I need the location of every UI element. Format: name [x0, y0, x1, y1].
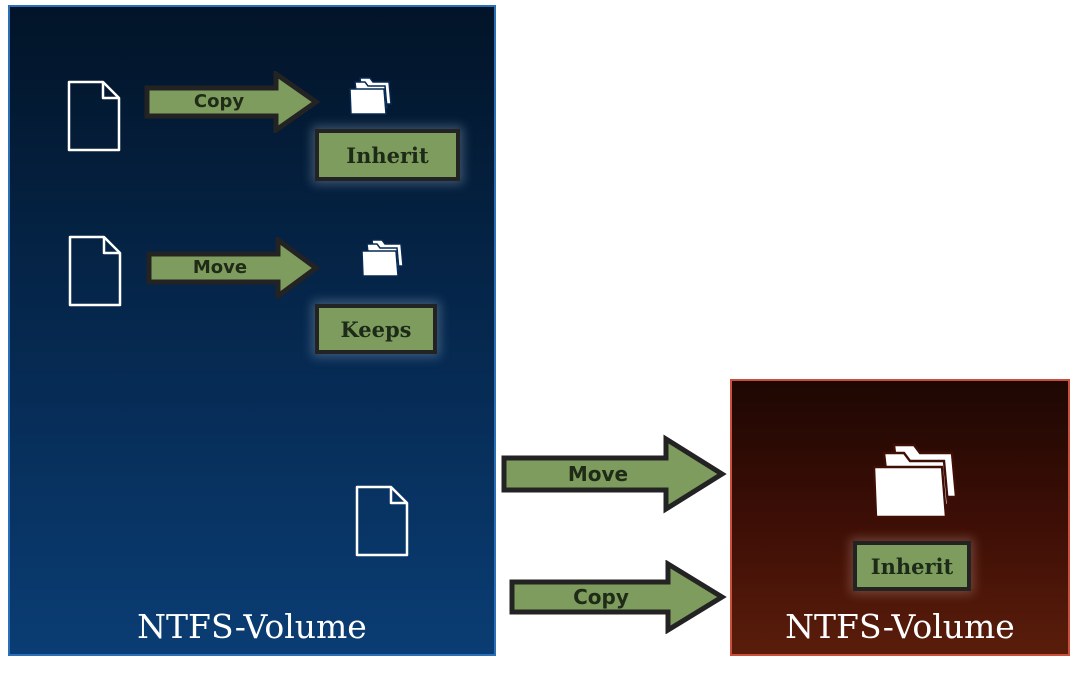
file-icon: [68, 235, 122, 307]
ntfs-volume-right: Inherit NTFS-Volume: [730, 379, 1070, 656]
file-icon: [355, 485, 409, 557]
arrow-label: Copy: [573, 585, 629, 609]
ntfs-volume-left: Copy Inherit Move Keeps NTFS-Volume: [8, 5, 496, 656]
arrow-label: Move: [567, 462, 629, 486]
result-tag-inherit: Inherit: [315, 129, 460, 181]
folder-icon: [872, 443, 958, 519]
file-icon: [67, 80, 121, 152]
arrow-label: Copy: [193, 91, 245, 112]
move-to-other-volume-arrow: Move: [500, 434, 728, 514]
folder-icon: [349, 77, 392, 115]
copy-arrow: Copy: [144, 71, 322, 133]
volume-label: NTFS-Volume: [785, 607, 1015, 646]
move-arrow: Move: [146, 237, 322, 299]
result-tag-inherit: Inherit: [853, 541, 971, 591]
copy-to-other-volume-arrow: Copy: [508, 560, 728, 634]
arrow-label: Move: [192, 257, 248, 278]
volume-label: NTFS-Volume: [137, 607, 367, 646]
folder-icon: [361, 239, 404, 277]
result-tag-keeps: Keeps: [315, 304, 437, 354]
